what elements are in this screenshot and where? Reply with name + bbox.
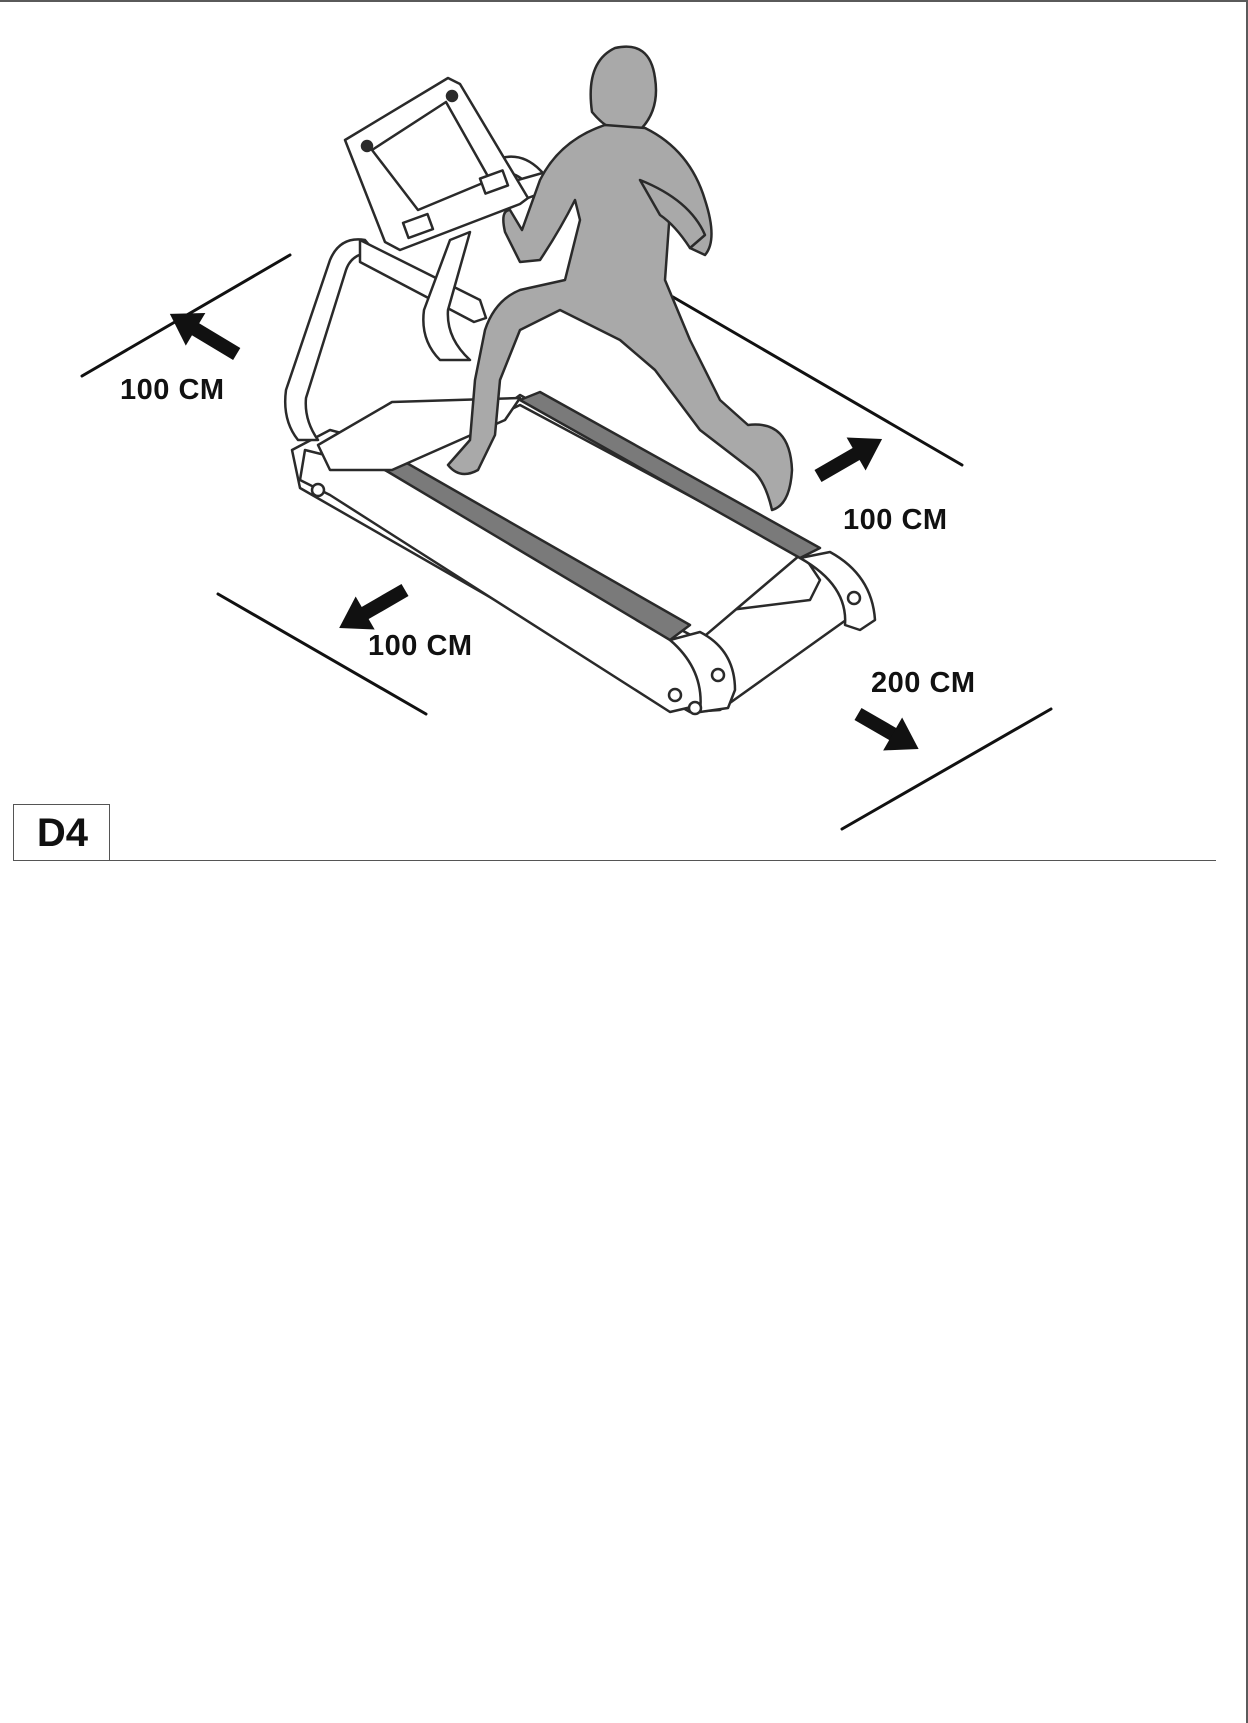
treadmill-cup-holder (401, 212, 435, 240)
arrow-icon (339, 583, 409, 630)
treadmill-right-upright (422, 230, 472, 362)
treadmill-icon (284, 76, 877, 716)
treadmill-motor-hood (316, 396, 522, 472)
treadmill-clearance-diagram (80, 45, 1053, 831)
runner-body (446, 123, 794, 512)
arrow-icon (814, 437, 883, 483)
runner-arm (638, 178, 707, 250)
runner-icon (446, 45, 794, 512)
treadmill-console-knob (445, 89, 459, 103)
clearance-label-left: 100 CM (120, 374, 225, 406)
arrow-icon (854, 707, 919, 751)
clearance-label-front: 100 CM (368, 630, 473, 662)
treadmill-belt-right (518, 390, 822, 560)
treadmill-foot (687, 700, 703, 716)
treadmill-cup-holder (478, 169, 510, 195)
arrow-icon (169, 313, 241, 361)
treadmill-rear-cap-right (798, 550, 877, 632)
treadmill-bolt (846, 590, 862, 606)
right-boundary-line (671, 295, 964, 467)
treadmill-console-knob (360, 139, 374, 153)
clearance-label-rear: 200 CM (871, 667, 976, 699)
treadmill-foot (667, 687, 683, 703)
clearance-label-right: 100 CM (843, 504, 948, 536)
runner-head (589, 45, 658, 134)
rear-boundary-line (840, 707, 1053, 831)
figure-id: D4 (36, 811, 89, 855)
treadmill-bolt (710, 667, 726, 683)
figure-id-box: D4 (13, 804, 110, 861)
treadmill-foot (310, 482, 326, 498)
treadmill-rear-cap-left (668, 630, 737, 714)
front-boundary-line (216, 592, 428, 716)
treadmill-left-handlebar (358, 238, 488, 324)
clearance-arrows (169, 313, 919, 751)
treadmill-left-upright (284, 238, 377, 442)
figure-rule (110, 860, 1216, 861)
